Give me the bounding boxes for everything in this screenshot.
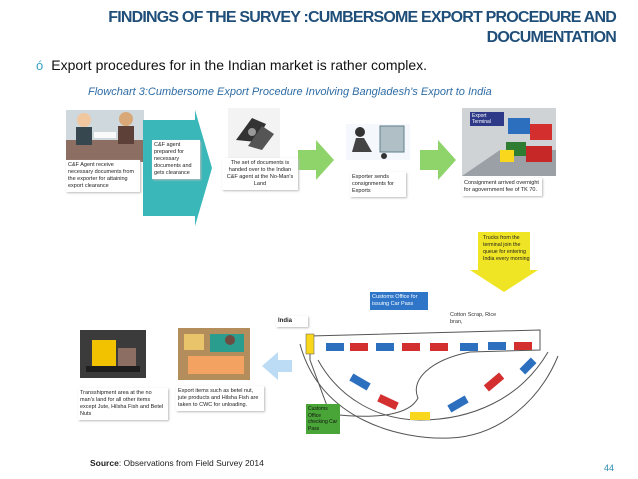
source-label: Source (90, 458, 119, 468)
step6-caption: Trucks from the terminal join the queue … (483, 235, 530, 262)
source-note: Source: Observations from Field Survey 2… (90, 458, 264, 468)
step4-caption: Exporter sends consignments for Exports (350, 172, 406, 197)
bullet-icon: ó (36, 58, 44, 73)
step11-caption: Export items such as betel nut, jute pro… (176, 386, 264, 411)
page-number: 44 (603, 463, 614, 473)
slide-title: FINDINGS OF THE SURVEY :CUMBERSOME EXPOR… (56, 8, 617, 48)
export-terminal-label: Export Terminal (472, 113, 491, 125)
handshake-illustration (66, 110, 144, 162)
arrow-road-to-step11 (262, 352, 292, 380)
step12-caption: Transshipment area at the no man's land … (78, 388, 168, 420)
step5-caption: Consignment arrived overnight for agover… (462, 178, 542, 196)
source-text: : Observations from Field Survey 2014 (118, 458, 264, 468)
bullet-point: ó Export procedures for in the Indian mar… (36, 57, 427, 73)
consignment-cart-illustration (346, 124, 410, 160)
border-road-illustration (299, 329, 559, 439)
flowchart-title: Flowchart 3:Cumbersome Export Procedure … (88, 86, 492, 98)
title-line-2: DOCUMENTATION (486, 29, 617, 46)
title-line-1: FINDINGS OF THE SURVEY :CUMBERSOME EXPOR… (108, 9, 617, 26)
transshipment-area-illustration (80, 330, 146, 378)
bullet-text: Export procedures for in the Indian mark… (51, 57, 428, 73)
arrow-step5-to-step6 (470, 232, 538, 292)
step3-caption: The set of documents is handed over to t… (222, 158, 298, 190)
customs-checking-box: Customs Office checking Car Pass (306, 404, 340, 434)
export-terminal-illustration (462, 108, 556, 176)
step1-caption: C&F Agent receive necessary documents fr… (66, 160, 140, 192)
india-label: India (276, 316, 308, 327)
document-handover-illustration (228, 108, 280, 158)
step2-caption: C&F agent prepared for necessary documen… (152, 140, 200, 179)
arrow-step4-to-step5 (420, 140, 456, 180)
cwc-unloading-illustration (178, 328, 250, 380)
arrow-step3-to-step4 (298, 140, 334, 180)
customs-car-pass-box: Customs Office for issuing Car Pass (370, 292, 428, 310)
cotton-scrap-label: Cotton Scrap, Rice bran, (450, 312, 497, 325)
